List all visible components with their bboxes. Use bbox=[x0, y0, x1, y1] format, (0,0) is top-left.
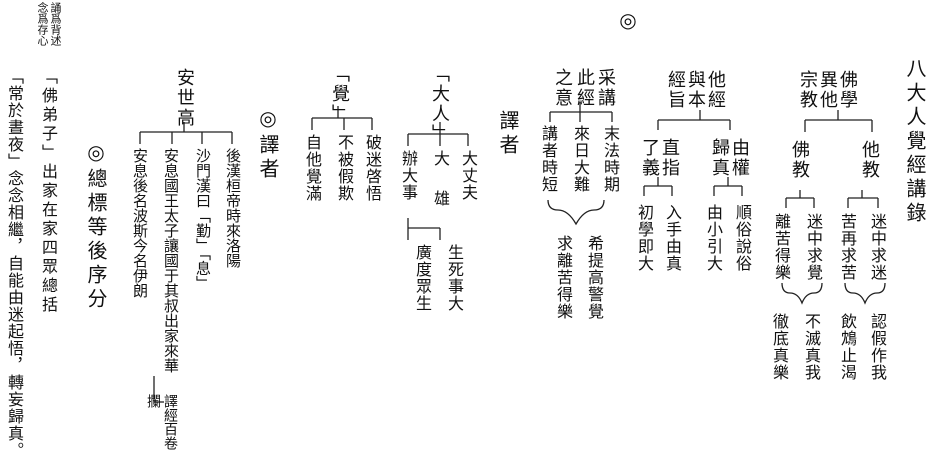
other-item-1: 迷中求迷 bbox=[868, 213, 887, 281]
branch-quan-2: 歸真 bbox=[709, 138, 730, 178]
section-mark-reason: ◎ bbox=[616, 8, 640, 36]
reason-result-2: 求離苦得樂 bbox=[554, 235, 573, 320]
reason-item-3: 講者時短 bbox=[539, 125, 558, 193]
branch-quan: 由權 bbox=[729, 138, 750, 178]
reason-head-3: 之意 bbox=[552, 68, 573, 108]
preface-always: 「常於晝夜」念念相繼，自能由迷起悟，轉妄歸真。 bbox=[5, 68, 24, 459]
preface-disciple: 「佛弟子」出家在家四眾總括 bbox=[39, 68, 58, 315]
awakening-item-3: 自他覺滿 bbox=[303, 134, 322, 202]
awakening-item-2: 不被假欺 bbox=[335, 134, 354, 202]
great-man-item-2b: 雄 bbox=[431, 190, 450, 207]
translator-trans-mark: 攔 bbox=[145, 394, 161, 408]
brace bbox=[547, 199, 605, 226]
section-mark-preface: ◎ bbox=[84, 140, 108, 168]
buddha-item-2: 離苦得樂 bbox=[772, 213, 791, 281]
reason-head-1: 采 bbox=[595, 68, 616, 88]
branch-other-religion: 他教 bbox=[859, 140, 880, 180]
great-man-item-3: 辦大事 bbox=[399, 150, 418, 201]
translator-head: 安世高 bbox=[174, 68, 195, 128]
brace bbox=[781, 282, 823, 305]
awakening-head: 「覺」 bbox=[329, 64, 350, 124]
buddha-item-1: 迷中求覺 bbox=[804, 213, 823, 281]
reason-item-2: 來日大難 bbox=[571, 125, 590, 193]
other-item-2: 苦再求苦 bbox=[838, 213, 857, 281]
sutra-head-1: 他經 bbox=[705, 70, 726, 110]
reason-head-1b: 講 bbox=[595, 88, 616, 108]
buddha-result-1: 不滅真我 bbox=[802, 313, 821, 381]
translator-item-2: 沙門漢曰「勤」「息」 bbox=[194, 148, 212, 291]
branch-zhi: 直指 bbox=[659, 138, 680, 178]
quan-item-2: 由小引大 bbox=[704, 204, 723, 272]
other-result-2: 飲鴆止渴 bbox=[838, 313, 857, 381]
small-note-2: 念爲存心 bbox=[36, 2, 49, 46]
great-man-item-2: 大 bbox=[431, 150, 450, 167]
zhi-item-1: 入手由真 bbox=[663, 204, 682, 272]
small-note-1: 誦爲背述 bbox=[49, 2, 62, 46]
quan-item-1: 順俗說俗 bbox=[733, 204, 752, 272]
page-title: 八大人覺經講錄 bbox=[903, 58, 927, 226]
translator-label: 譯者 bbox=[256, 134, 280, 182]
sutra-head-3: 經旨 bbox=[665, 70, 686, 110]
branch-buddhism: 佛教 bbox=[789, 140, 810, 180]
great-man-result-2: 廣度眾生 bbox=[413, 244, 432, 312]
section-heading-yizhe: 譯者 bbox=[496, 110, 520, 158]
translator-item-1: 後漢桓帝時來洛陽 bbox=[224, 148, 242, 268]
other-result-1: 認假作我 bbox=[868, 313, 887, 381]
preface-label: 總標等後序分 bbox=[84, 168, 108, 312]
translator-trans-line: 譯經百卷 bbox=[162, 394, 178, 450]
great-man-item-1: 大丈夫 bbox=[459, 150, 478, 201]
buddha-result-2: 徹底真樂 bbox=[770, 313, 789, 381]
translator-item-3: 安息國王太子讓國于其叔出家來華 bbox=[162, 148, 180, 373]
great-man-result-1: 生死事大 bbox=[445, 244, 464, 312]
branch-zhi-2: 了義 bbox=[639, 138, 660, 178]
zhi-item-2: 初學即大 bbox=[635, 204, 654, 272]
explanation-head-1: 佛學 bbox=[837, 70, 858, 110]
reason-head-2: 此經 bbox=[574, 68, 595, 108]
awakening-item-1: 破迷啓悟 bbox=[363, 134, 382, 202]
sutra-head-2: 與本 bbox=[685, 70, 706, 110]
reason-result-1: 希提高警覺 bbox=[585, 235, 604, 320]
explanation-head-3: 宗教 bbox=[797, 70, 818, 110]
brace bbox=[844, 282, 886, 305]
explanation-head-2: 異他 bbox=[817, 70, 838, 110]
reason-item-1: 末法時期 bbox=[601, 125, 620, 193]
translator-item-4: 安息後名波斯今名伊朗 bbox=[131, 148, 149, 298]
great-man-head: 「大人」 bbox=[429, 64, 450, 144]
section-mark-translator: ◎ bbox=[256, 106, 280, 134]
